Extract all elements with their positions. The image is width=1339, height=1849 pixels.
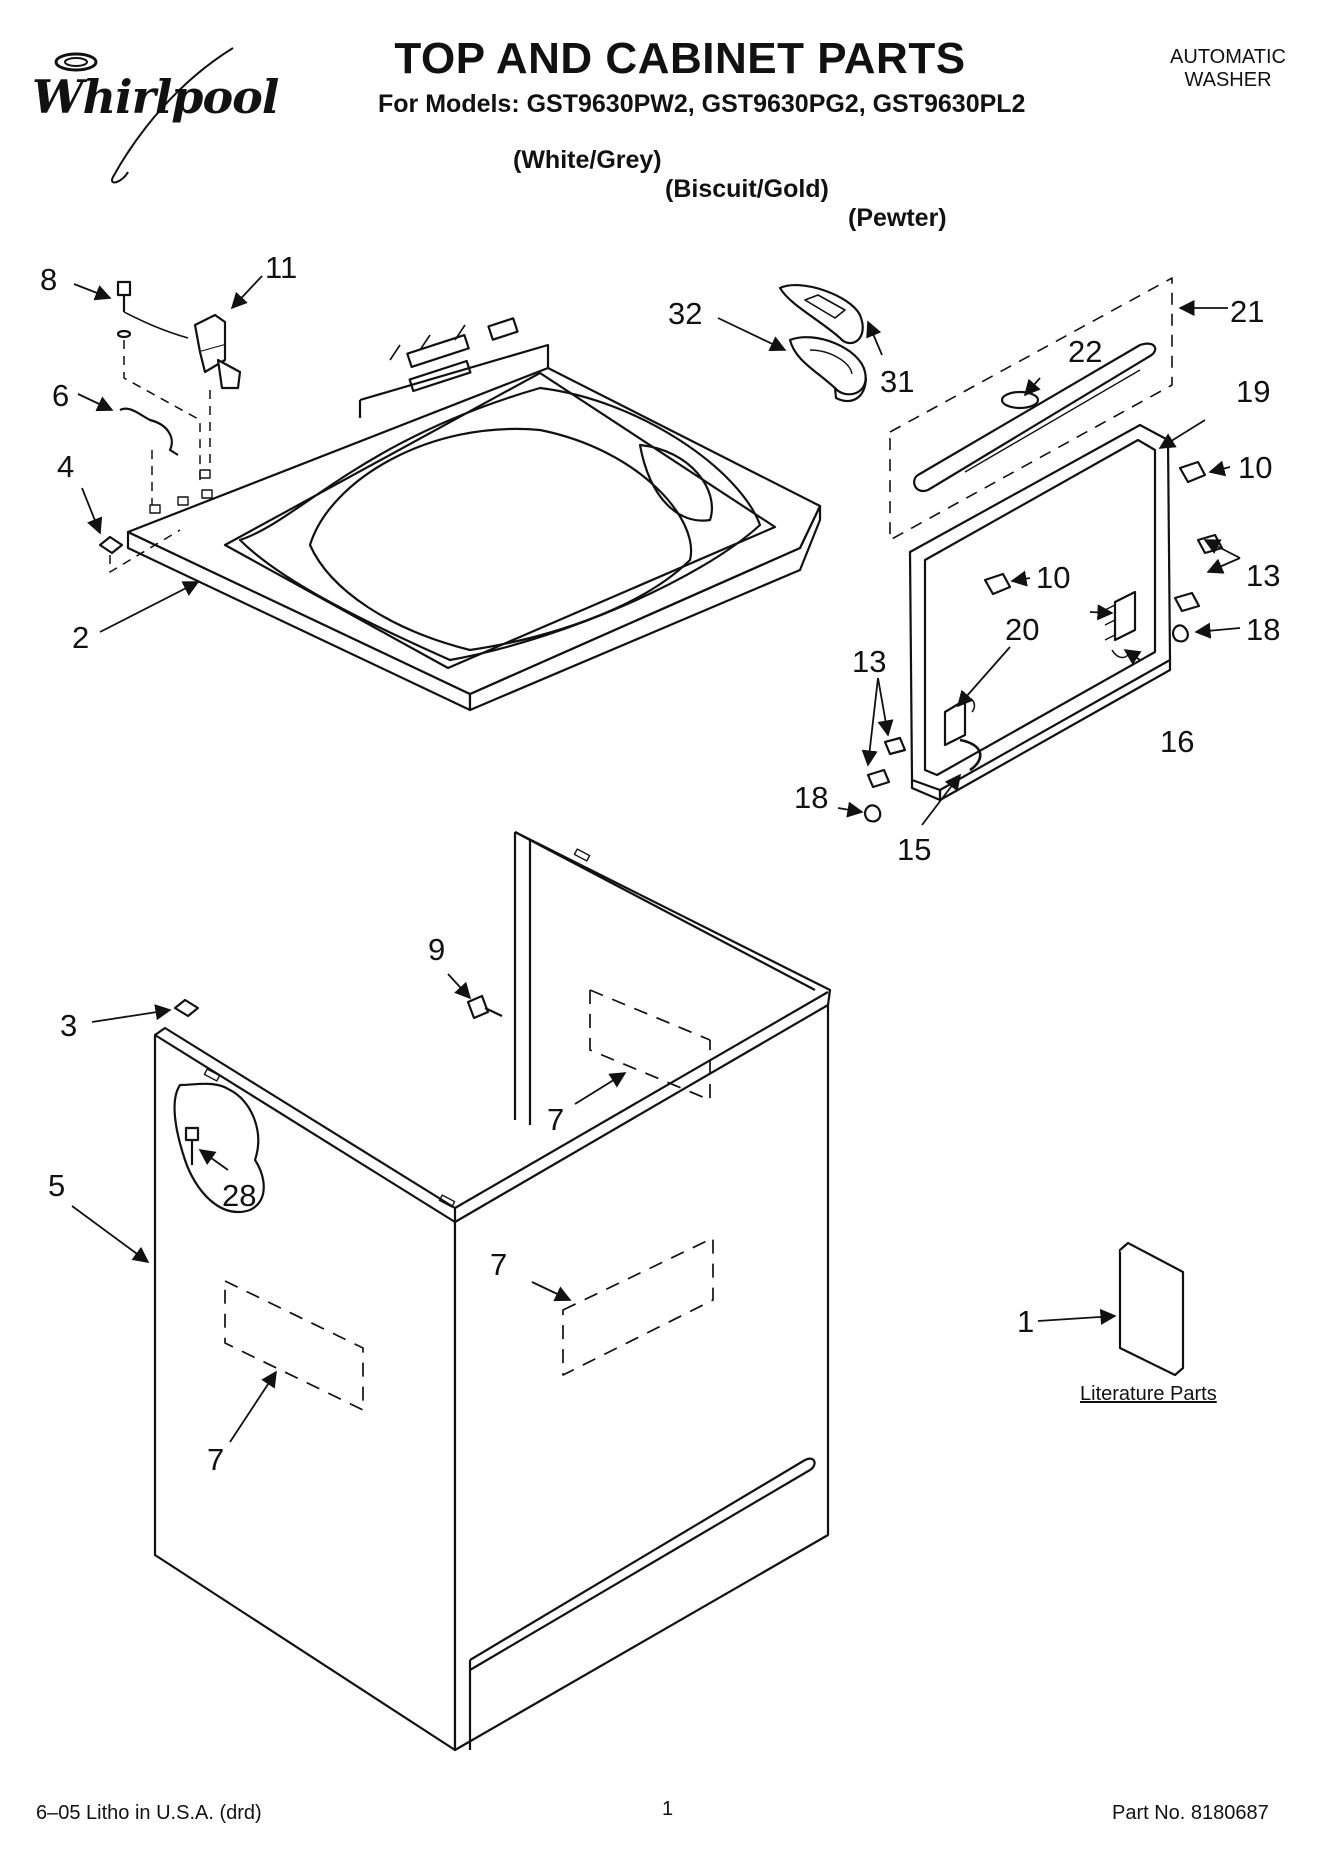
litho-note: 6–05 Litho in U.S.A. (drd): [36, 1802, 262, 1824]
color-pewter: (Pewter): [848, 204, 947, 232]
part-9-screw: [466, 994, 503, 1020]
top-assembly-lines: [109, 340, 211, 573]
part-3-clip: [173, 998, 200, 1018]
callout-21: 21: [1230, 294, 1264, 329]
part-number: Part No. 8180687: [1112, 1802, 1269, 1824]
callout-28: 28: [222, 1178, 256, 1213]
product-line-2: WASHER: [1184, 69, 1272, 91]
callout-22: 22: [1068, 334, 1102, 369]
part-8-screw: [116, 280, 189, 339]
part-7-label-areas: [224, 989, 714, 1411]
callout-1: 1: [1017, 1304, 1034, 1339]
callout-18b: 18: [794, 780, 828, 815]
washer-top: [126, 317, 822, 712]
callout-arrows: [71, 275, 1241, 1443]
part-6-clip: [119, 407, 179, 456]
page-number: 1: [662, 1798, 674, 1820]
part-4-nut: [98, 535, 124, 555]
page-title: TOP AND CABINET PARTS: [394, 34, 966, 83]
callout-8: 8: [40, 262, 57, 297]
callout-11: 11: [265, 250, 297, 285]
callout-10b: 10: [1036, 560, 1070, 595]
callout-7c: 7: [207, 1442, 224, 1477]
part-21-lid-outline: [889, 277, 1173, 541]
callout-9: 9: [428, 932, 445, 967]
callout-19: 19: [1236, 374, 1270, 409]
callout-5: 5: [48, 1168, 65, 1203]
literature-parts-label: Literature Parts: [1080, 1383, 1217, 1405]
part-11-lid-switch: [193, 313, 242, 390]
callout-15: 15: [897, 832, 931, 867]
brand-wordmark: Whirlpool: [32, 70, 279, 124]
part-31-knob: [778, 283, 864, 345]
product-line-1: AUTOMATIC: [1170, 46, 1286, 68]
color-white-grey: (White/Grey): [513, 146, 662, 174]
whirlpool-logo: Whirlpool: [28, 42, 279, 192]
product-type: AUTOMATIC WASHER: [1128, 46, 1328, 92]
callout-numbers: 8 11 6 4 2 32 31 21 22 19 10 10 13 18 20…: [40, 250, 1280, 1477]
callout-13a: 13: [1246, 558, 1280, 593]
color-biscuit-gold: (Biscuit/Gold): [665, 175, 829, 203]
callout-31: 31: [880, 364, 914, 399]
model-numbers: For Models: GST9630PW2, GST9630PG2, GST9…: [378, 90, 1026, 118]
callout-7a: 7: [547, 1102, 564, 1137]
callout-7b: 7: [490, 1247, 507, 1282]
callout-13b: 13: [852, 644, 886, 679]
callout-6: 6: [52, 378, 69, 413]
callout-32: 32: [668, 296, 702, 331]
washer-cabinet: [153, 831, 832, 1752]
callout-4: 4: [57, 449, 74, 484]
model-colors: (White/Grey) (Biscuit/Gold) (Pewter): [378, 117, 947, 233]
callout-20: 20: [1005, 612, 1039, 647]
callout-3: 3: [60, 1008, 77, 1043]
part-32-knob: [788, 336, 868, 403]
callout-10a: 10: [1238, 450, 1272, 485]
callout-2: 2: [72, 620, 89, 655]
whirlpool-swirl-icon: [54, 47, 234, 184]
part-19-lid: [908, 423, 1172, 802]
callout-16: 16: [1160, 724, 1194, 759]
callout-18a: 18: [1246, 612, 1280, 647]
part-1-literature: [1118, 1241, 1185, 1377]
